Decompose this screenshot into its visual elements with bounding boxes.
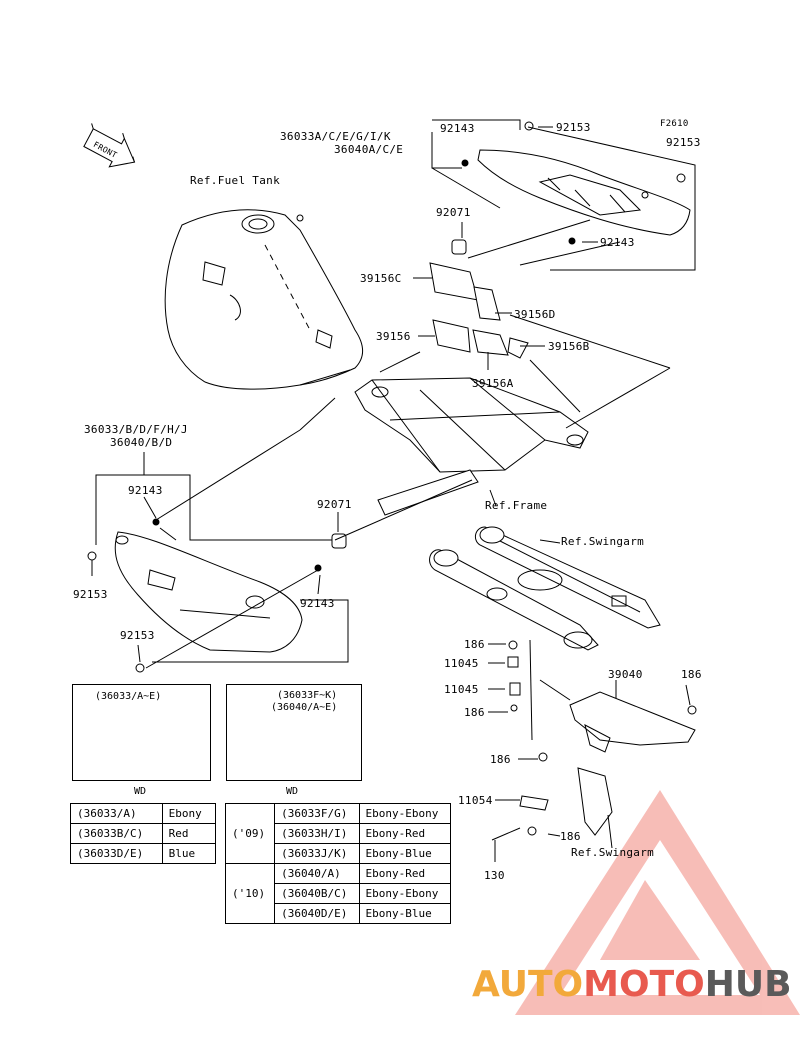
watermark-auto: AUTO <box>472 964 584 1005</box>
inset-footer: WD <box>286 786 299 797</box>
part-39040: 39040 <box>608 668 643 681</box>
part-39156a: 39156A <box>472 377 514 390</box>
table-row: (36040B/C) Ebony-Ebony <box>226 883 452 904</box>
table-cell: (36040B/C) <box>274 883 360 904</box>
color-table-left: (36033/A) Ebony (36033B/C) Red (36033D/E… <box>70 803 217 864</box>
inset-box-1: (36033/A~E) <box>72 684 211 781</box>
table-cell: (36033D/E) <box>70 843 163 864</box>
part-39156c: 39156C <box>360 272 402 285</box>
ref-swingarm-lower: Ref.Swingarm <box>571 846 655 859</box>
inset-caption: (36040/A~E) <box>271 702 338 713</box>
table-row: (36040D/E) Ebony-Blue <box>226 903 452 924</box>
fuel-tank <box>164 209 363 390</box>
rear-frame <box>354 377 589 516</box>
lower-side-cover <box>114 531 303 653</box>
part-92153: 92153 <box>73 588 108 601</box>
part-92153: 92153 <box>556 121 591 134</box>
table-cell: Ebony-Ebony <box>358 803 452 824</box>
ref-swingarm-upper: Ref.Swingarm <box>561 535 645 548</box>
part-39156b: 39156B <box>548 340 590 353</box>
table-row: (36033B/C) Red <box>70 823 217 844</box>
table-cell: Blue <box>161 843 217 864</box>
table-cell: (36033F/G) <box>274 803 360 824</box>
group-lower-line1: 36033/B/D/F/H/J <box>84 423 188 436</box>
part-92153: 92153 <box>666 136 701 149</box>
inset-footer: WD <box>134 786 147 797</box>
part-186: 186 <box>464 638 485 651</box>
group-lower-line2: 36040/B/D <box>110 436 173 449</box>
part-92071: 92071 <box>317 498 352 511</box>
part-92143: 92143 <box>128 484 163 497</box>
table-cell: Ebony-Blue <box>358 843 452 864</box>
part-92143: 92143 <box>440 122 475 135</box>
part-92143: 92143 <box>600 236 635 249</box>
table-row: (36033/A) Ebony <box>70 803 217 824</box>
watermark-hub: HUB <box>704 964 792 1005</box>
table-cell: (36033J/K) <box>274 843 360 864</box>
table-row: ('09) (36033F/G) Ebony-Ebony <box>224 803 452 864</box>
ref-frame: Ref.Frame <box>485 499 548 512</box>
leader-lines <box>91 119 696 862</box>
table-cell: (36040D/E) <box>274 903 360 924</box>
part-92143: 92143 <box>300 597 335 610</box>
part-186: 186 <box>681 668 702 681</box>
decals <box>429 262 529 359</box>
part-11045: 11045 <box>444 657 479 670</box>
group-upper-line2: 36040A/C/E <box>334 143 404 156</box>
table-cell: Ebony-Blue <box>358 903 452 924</box>
inset-box-2: (36033F~K) (36040/A~E) <box>226 684 362 781</box>
table-cell: Ebony-Ebony <box>358 883 452 904</box>
part-39156: 39156 <box>376 330 411 343</box>
swingarm-lower <box>429 549 599 651</box>
table-cell: Red <box>161 823 217 844</box>
swingarm-upper <box>474 526 661 629</box>
part-92153: 92153 <box>120 629 155 642</box>
upper-side-cover <box>477 149 691 236</box>
table-cell: (36033B/C) <box>70 823 163 844</box>
figure-code: F2610 <box>660 119 689 129</box>
table-cell: Ebony-Red <box>358 823 452 844</box>
inset-caption: (36033/A~E) <box>95 691 162 702</box>
bracket <box>519 767 613 836</box>
part-39156d: 39156D <box>514 308 556 321</box>
color-table-right: ('09) (36033F/G) Ebony-Ebony (36033H/I) … <box>224 803 452 924</box>
part-186: 186 <box>464 706 485 719</box>
front-arrow-icon <box>83 123 136 168</box>
table-cell: (36033/A) <box>70 803 163 824</box>
part-11045: 11045 <box>444 683 479 696</box>
group-upper-line1: 36033A/C/E/G/I/K <box>280 130 391 143</box>
table-row: ('10) (36040/A) Ebony-Red <box>224 863 452 924</box>
table-cell: Ebony <box>161 803 217 824</box>
chain-guard <box>569 691 696 753</box>
watermark-moto: MOTO <box>583 964 705 1005</box>
year-cell: ('10) <box>224 863 276 924</box>
watermark-text: AUTOMOTOHUB <box>472 964 792 1005</box>
table-cell: Ebony-Red <box>358 863 452 884</box>
table-cell: (36040/A) <box>274 863 360 884</box>
part-186: 186 <box>560 830 581 843</box>
part-186: 186 <box>490 753 511 766</box>
year-cell: ('09) <box>224 803 276 864</box>
inset-caption: (36033F~K) <box>277 690 338 701</box>
ref-fuel-tank: Ref.Fuel Tank <box>190 174 280 187</box>
part-92071: 92071 <box>436 206 471 219</box>
table-row: (36033D/E) Blue <box>70 843 217 864</box>
part-130: 130 <box>484 869 505 882</box>
watermark-logo-icon <box>515 790 800 1015</box>
hardware <box>87 121 697 841</box>
part-11054: 11054 <box>458 794 493 807</box>
table-cell: (36033H/I) <box>274 823 360 844</box>
